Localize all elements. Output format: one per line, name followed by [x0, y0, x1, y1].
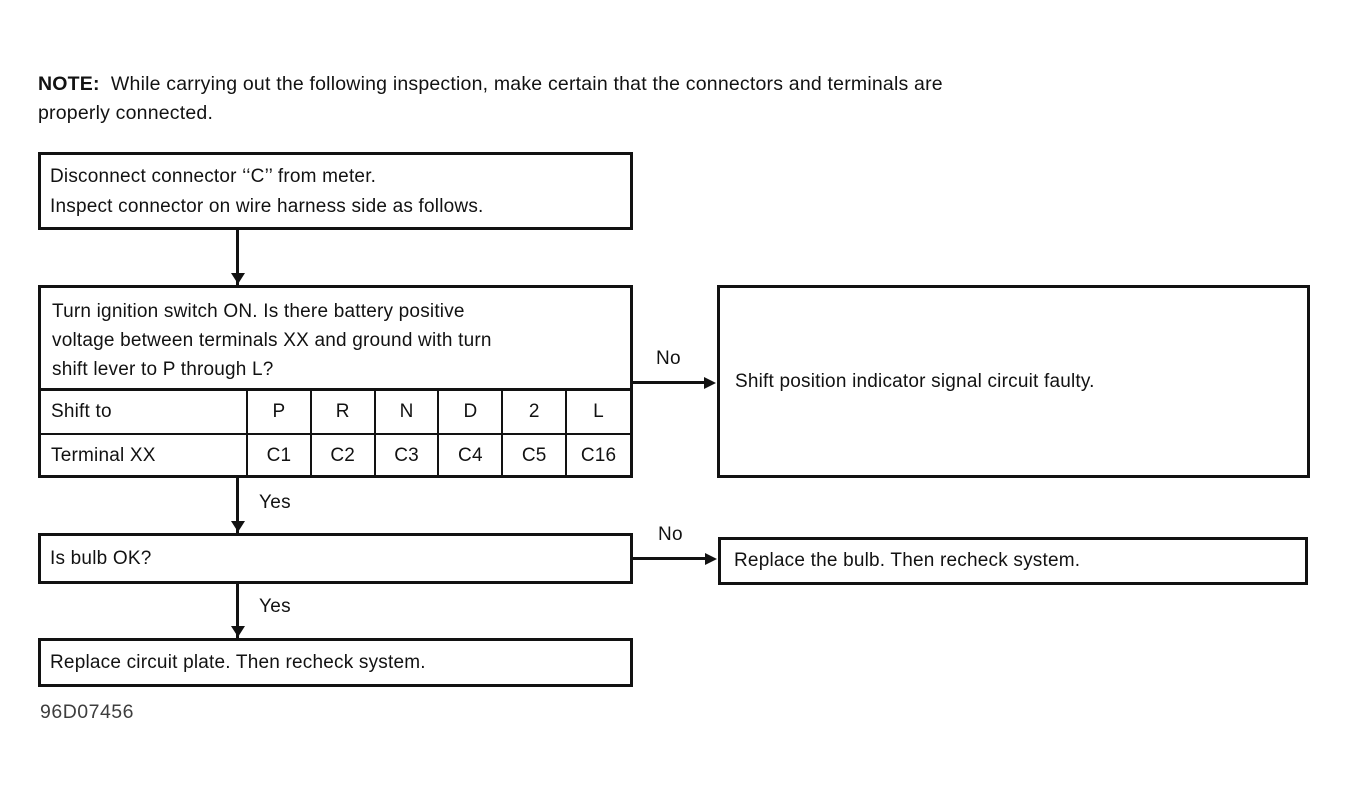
flow-box-signal-circuit-faulty: Shift position indicator signal circuit … — [717, 285, 1310, 478]
note-paragraph: NOTE: While carrying out the following i… — [38, 70, 1318, 128]
terminal-cell-c5: C5 — [501, 433, 567, 477]
flow-box-disconnect-connector: Disconnect connector ‘‘C’’ from meter. I… — [38, 152, 633, 230]
table-row-shift: Shift to P R N D 2 L — [41, 391, 630, 434]
terminal-cell-c16: C16 — [565, 433, 630, 477]
shift-terminal-table: Shift to P R N D 2 L Terminal XX C1 C2 C… — [41, 391, 630, 477]
note-line-1: NOTE: While carrying out the following i… — [38, 70, 1318, 99]
step3-text: Is bulb OK? — [50, 547, 152, 569]
shift-cell-2: 2 — [501, 391, 567, 434]
terminal-cell-c1: C1 — [246, 433, 311, 477]
row-header-shift-to: Shift to — [51, 401, 112, 422]
no-label-1: No — [656, 348, 681, 369]
connector-line-step1-step2 — [236, 229, 239, 285]
question-line-1: Turn ignition switch ON. Is there batter… — [52, 301, 465, 322]
connector-line-step2-step3 — [236, 478, 239, 533]
voltage-question: Turn ignition switch ON. Is there batter… — [41, 288, 630, 391]
note-text-2: properly connected. — [38, 102, 214, 124]
note-text-1: While carrying out the following inspect… — [110, 73, 943, 95]
result2-text: Replace the bulb. Then recheck system. — [734, 550, 1081, 571]
step1-line-1: Disconnect connector ‘‘C’’ from meter. — [50, 166, 377, 187]
connector-line-step3-step4 — [236, 584, 239, 638]
shift-cell-n: N — [373, 391, 439, 434]
figure-code: 96D07456 — [40, 701, 134, 723]
no-label-2: No — [658, 524, 683, 545]
flow-box-ignition-voltage-check: Turn ignition switch ON. Is there batter… — [38, 285, 633, 478]
connector-line-no-2 — [632, 557, 706, 560]
yes-label-1: Yes — [259, 492, 291, 513]
arrow-down-icon — [231, 521, 245, 532]
connector-line-no-1 — [632, 381, 705, 384]
question-line-3: shift lever to P through L? — [52, 359, 274, 380]
arrow-right-icon — [704, 377, 716, 389]
table-row-terminal: Terminal XX C1 C2 C3 C4 C5 C16 — [41, 433, 630, 477]
step1-line-2: Inspect connector on wire harness side a… — [50, 196, 484, 217]
flow-box-replace-circuit-plate: Replace circuit plate. Then recheck syst… — [38, 638, 633, 687]
arrow-down-icon — [231, 273, 245, 284]
terminal-cell-c4: C4 — [437, 433, 503, 477]
note-label: NOTE: — [38, 73, 100, 95]
arrow-down-icon — [231, 626, 245, 637]
flow-box-is-bulb-ok: Is bulb OK? — [38, 533, 633, 584]
result1-text: Shift position indicator signal circuit … — [735, 370, 1095, 392]
row-header-terminal-xx: Terminal XX — [41, 433, 247, 477]
flow-box-replace-bulb: Replace the bulb. Then recheck system. — [718, 537, 1308, 585]
question-line-2: voltage between terminals XX and ground … — [52, 330, 492, 351]
shift-cell-r: R — [309, 391, 375, 434]
shift-cell-l: L — [565, 391, 630, 434]
shift-cell-d: D — [437, 391, 503, 434]
step4-text: Replace circuit plate. Then recheck syst… — [50, 651, 426, 673]
terminal-cell-c3: C3 — [373, 433, 439, 477]
arrow-right-icon — [705, 553, 717, 565]
shift-cell-p: P — [246, 391, 311, 434]
yes-label-2: Yes — [259, 596, 291, 617]
terminal-cell-c2: C2 — [309, 433, 375, 477]
